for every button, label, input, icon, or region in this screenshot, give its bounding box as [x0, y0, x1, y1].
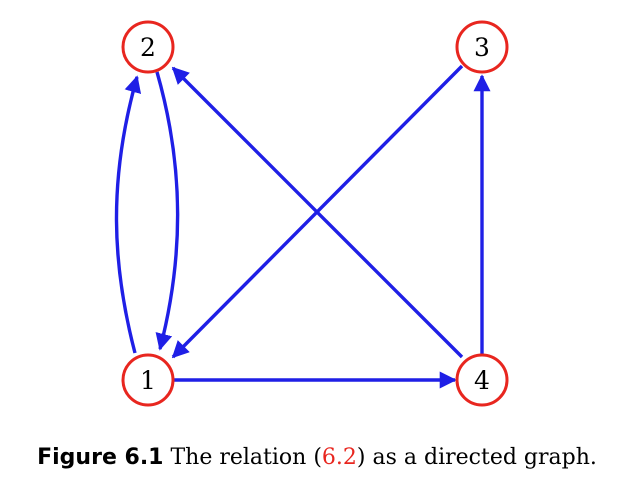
edge-2-to-1: [155, 71, 180, 351]
caption-text-before: The relation (: [170, 445, 322, 470]
directed-graph: 2 3 1 4: [114, 20, 509, 407]
node-4-label: 4: [474, 366, 490, 395]
node-2-label: 2: [140, 33, 156, 62]
node-3: 3: [455, 20, 509, 74]
edge-4-to-2: [171, 66, 464, 359]
node-3-label: 3: [474, 33, 490, 62]
node-1: 1: [121, 353, 175, 407]
node-2: 2: [121, 20, 175, 74]
figure-caption: Figure 6.1 The relation (6.2) as a direc…: [0, 445, 634, 470]
edge-1-to-2: [114, 75, 142, 354]
caption-figure-label: Figure 6.1: [37, 445, 164, 470]
node-1-label: 1: [140, 366, 156, 395]
node-4: 4: [455, 353, 509, 407]
caption-equation-ref[interactable]: 6.2: [321, 445, 357, 470]
caption-text-after: ) as a directed graph.: [356, 445, 597, 470]
